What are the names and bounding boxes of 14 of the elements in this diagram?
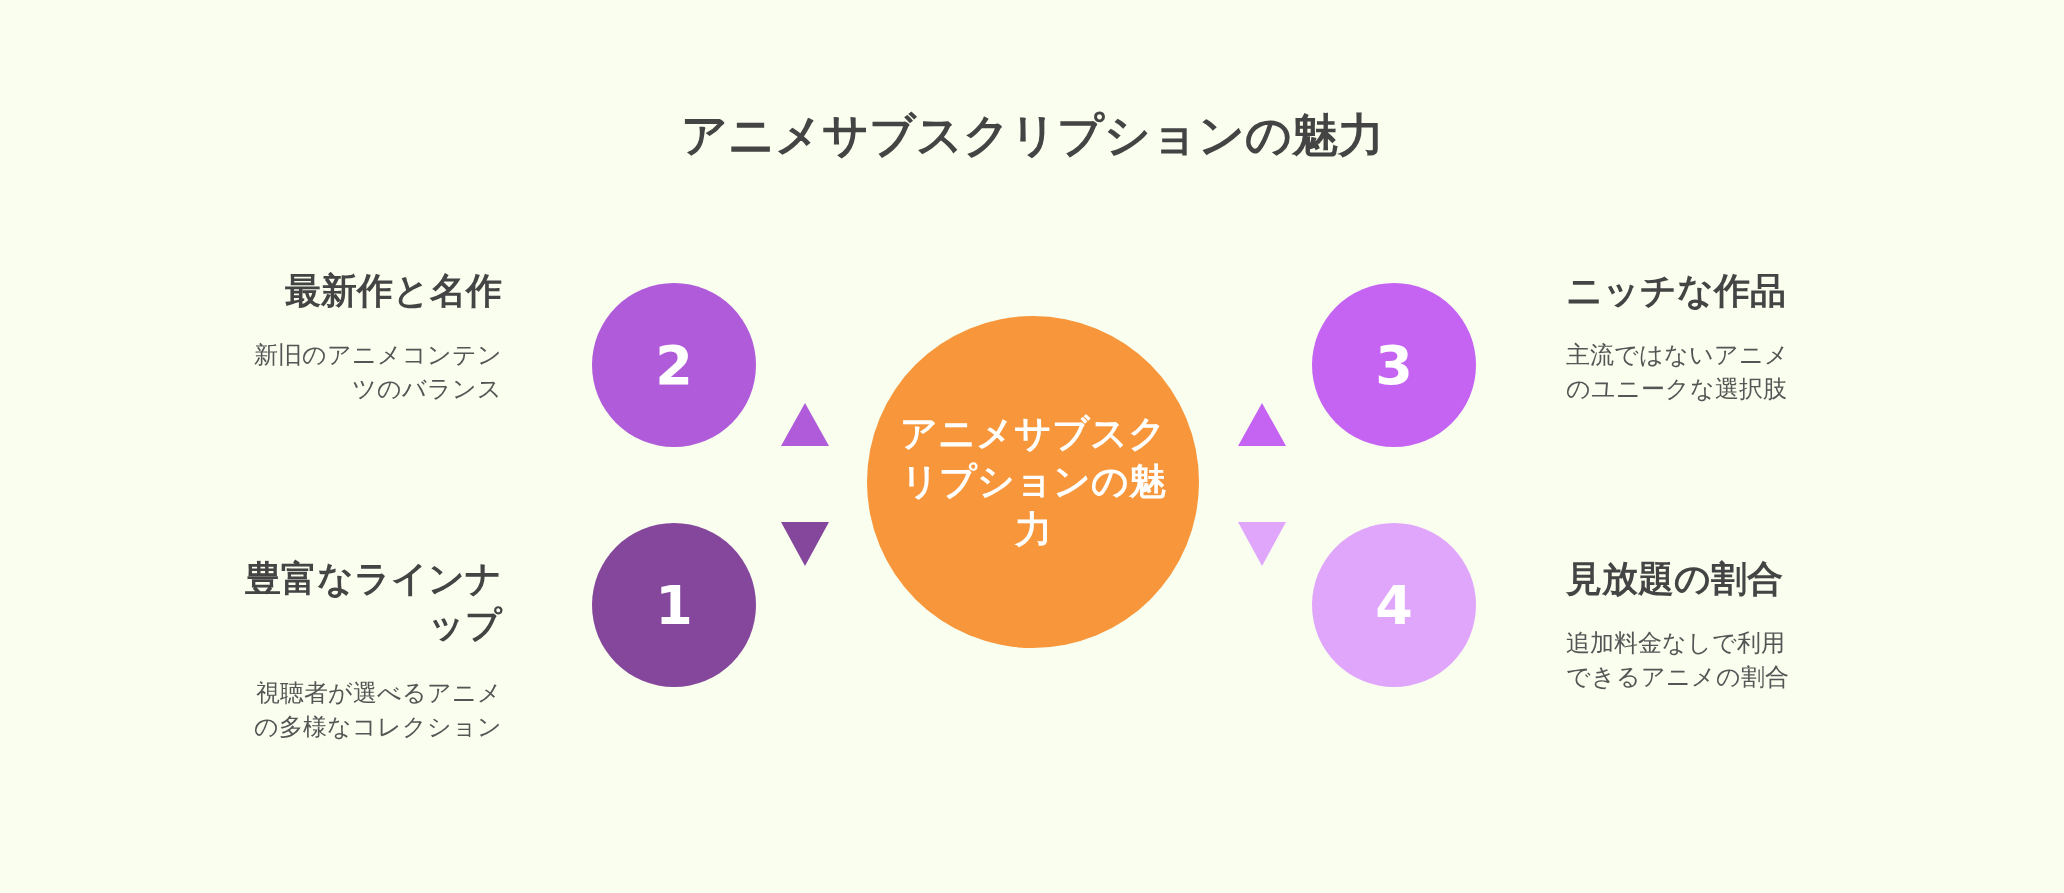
step-heading: 豊富なラインナップ: [244, 557, 502, 647]
step-heading: 見放題の割合: [1566, 557, 1784, 601]
step-number: 3: [1375, 333, 1413, 397]
circle-title: アニメサブスクリプションの魅力: [899, 411, 1167, 553]
title: アニメサブスクリプションの魅力: [679, 107, 1385, 164]
step-description: 視聴者が選べるアニメの多様なコレクション: [254, 678, 502, 743]
step-description: 新旧のアニメコンテンツのバランス: [254, 340, 502, 405]
step-number: 4: [1375, 573, 1413, 637]
step-description: 追加料金なしで利用できるアニメの割合: [1566, 628, 1790, 693]
step-heading: 最新作と名作: [284, 269, 502, 313]
step-description: 主流ではないアニメのユニークな選択肢: [1566, 340, 1790, 405]
step-number: 2: [655, 333, 693, 397]
step-number: 1: [655, 573, 693, 637]
step-heading: ニッチな作品: [1566, 269, 1787, 313]
